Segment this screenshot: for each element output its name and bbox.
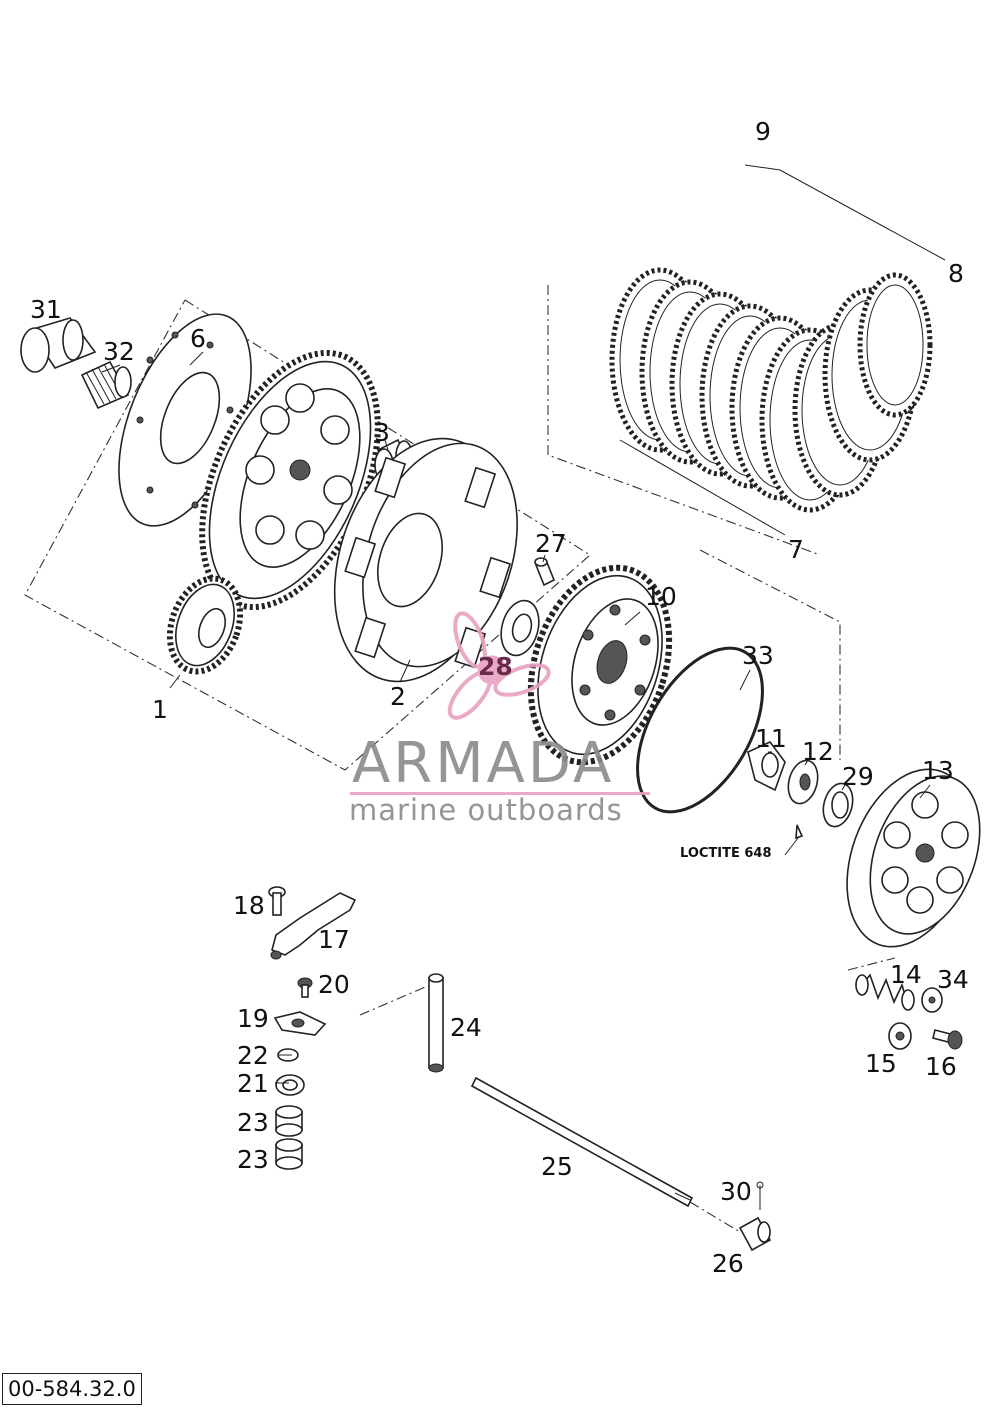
callout-19: 19 bbox=[237, 1004, 269, 1033]
callout-labels: 31 32 6 3 27 1 2 28 10 33 9 8 7 11 12 29… bbox=[30, 117, 969, 1278]
watermark-tagline: marine outboards bbox=[349, 793, 623, 827]
plate-stack-lines-bottom bbox=[619, 439, 786, 536]
part-23-bush-lower bbox=[275, 1138, 303, 1170]
callout-23-lower: 23 bbox=[237, 1145, 269, 1174]
watermark: ARMADA marine outboards bbox=[349, 611, 650, 827]
part-16-bolt bbox=[932, 1029, 963, 1050]
part-30-pin bbox=[756, 1181, 764, 1210]
primary-drive-gear bbox=[199, 349, 381, 611]
callout-20: 20 bbox=[318, 970, 350, 999]
callout-15: 15 bbox=[865, 1049, 897, 1078]
watermark-brand: ARMADA bbox=[352, 731, 614, 796]
callout-17: 17 bbox=[318, 925, 350, 954]
callout-8: 8 bbox=[948, 259, 964, 288]
callout-18: 18 bbox=[233, 891, 265, 920]
part-27-pin bbox=[534, 557, 556, 587]
part-13-pressure-plate bbox=[846, 768, 981, 948]
part-26-push-piece bbox=[738, 1216, 772, 1252]
part-18-bolt bbox=[268, 886, 286, 916]
callout-7: 7 bbox=[788, 535, 804, 564]
callout-31: 31 bbox=[30, 295, 62, 324]
callout-21: 21 bbox=[237, 1069, 269, 1098]
part-31-bushing bbox=[20, 317, 97, 373]
callout-16: 16 bbox=[925, 1052, 957, 1081]
loctite-leader bbox=[784, 837, 799, 856]
callout-11: 11 bbox=[755, 724, 787, 753]
callout-33: 33 bbox=[742, 641, 774, 670]
part-2-clutch-basket bbox=[333, 437, 518, 683]
callout-3: 3 bbox=[374, 418, 390, 447]
group-frame-plates bbox=[547, 285, 821, 556]
group-frame-shaft bbox=[359, 984, 431, 1016]
document-number: 00-584.32.0 bbox=[2, 1373, 142, 1405]
part-29-bearing bbox=[822, 782, 854, 828]
callout-28: 28 bbox=[478, 652, 513, 681]
push-rod-axis-line bbox=[689, 1201, 741, 1233]
callout-29: 29 bbox=[842, 762, 874, 791]
part-33-o-ring bbox=[636, 646, 764, 814]
loctite-note: LOCTITE 648 bbox=[680, 846, 772, 861]
callout-23-upper: 23 bbox=[237, 1108, 269, 1137]
group-frame-primary bbox=[24, 299, 591, 771]
callout-9: 9 bbox=[755, 117, 771, 146]
small-drive-gear bbox=[166, 575, 244, 675]
part-15-washer bbox=[888, 1022, 912, 1050]
part-34-washer bbox=[921, 987, 943, 1013]
callout-24: 24 bbox=[450, 1013, 482, 1042]
callout-13: 13 bbox=[922, 756, 954, 785]
part-19-plate bbox=[273, 1011, 327, 1036]
part-12-nut bbox=[787, 759, 819, 805]
group-frame-hub bbox=[699, 549, 841, 760]
part-17-release-lever bbox=[270, 892, 357, 960]
spring-guide-line bbox=[847, 957, 896, 971]
part-21-seal bbox=[275, 1074, 305, 1096]
callout-25: 25 bbox=[541, 1152, 573, 1181]
clutch-plate-stack bbox=[609, 267, 933, 513]
callout-30: 30 bbox=[720, 1177, 752, 1206]
part-14-spring bbox=[855, 973, 915, 1011]
part-25-push-rod bbox=[470, 1076, 694, 1208]
callout-10: 10 bbox=[645, 582, 677, 611]
part-32-needle-bearing bbox=[80, 360, 132, 410]
part-20-screw bbox=[297, 977, 313, 998]
callout-14: 14 bbox=[890, 960, 922, 989]
callout-34: 34 bbox=[937, 965, 969, 994]
part-28-washer bbox=[500, 599, 540, 657]
callout-12: 12 bbox=[802, 737, 834, 766]
part-11-lock-washer bbox=[747, 741, 786, 792]
callout-leaders bbox=[101, 351, 931, 1084]
loctite-drop-icon bbox=[795, 824, 804, 840]
callout-2: 2 bbox=[390, 682, 406, 711]
propeller-logo-icon bbox=[447, 611, 551, 720]
callout-6: 6 bbox=[190, 324, 206, 353]
callout-26: 26 bbox=[712, 1249, 744, 1278]
callout-27: 27 bbox=[535, 529, 567, 558]
callout-1: 1 bbox=[152, 695, 168, 724]
part-24-release-shaft bbox=[428, 973, 444, 1073]
callout-32: 32 bbox=[103, 337, 135, 366]
watermark-rule bbox=[350, 792, 650, 795]
plate bbox=[857, 272, 933, 418]
part-23-bush-upper bbox=[275, 1105, 303, 1137]
plate-stack-lines-top bbox=[744, 164, 946, 261]
callout-22: 22 bbox=[237, 1041, 269, 1070]
